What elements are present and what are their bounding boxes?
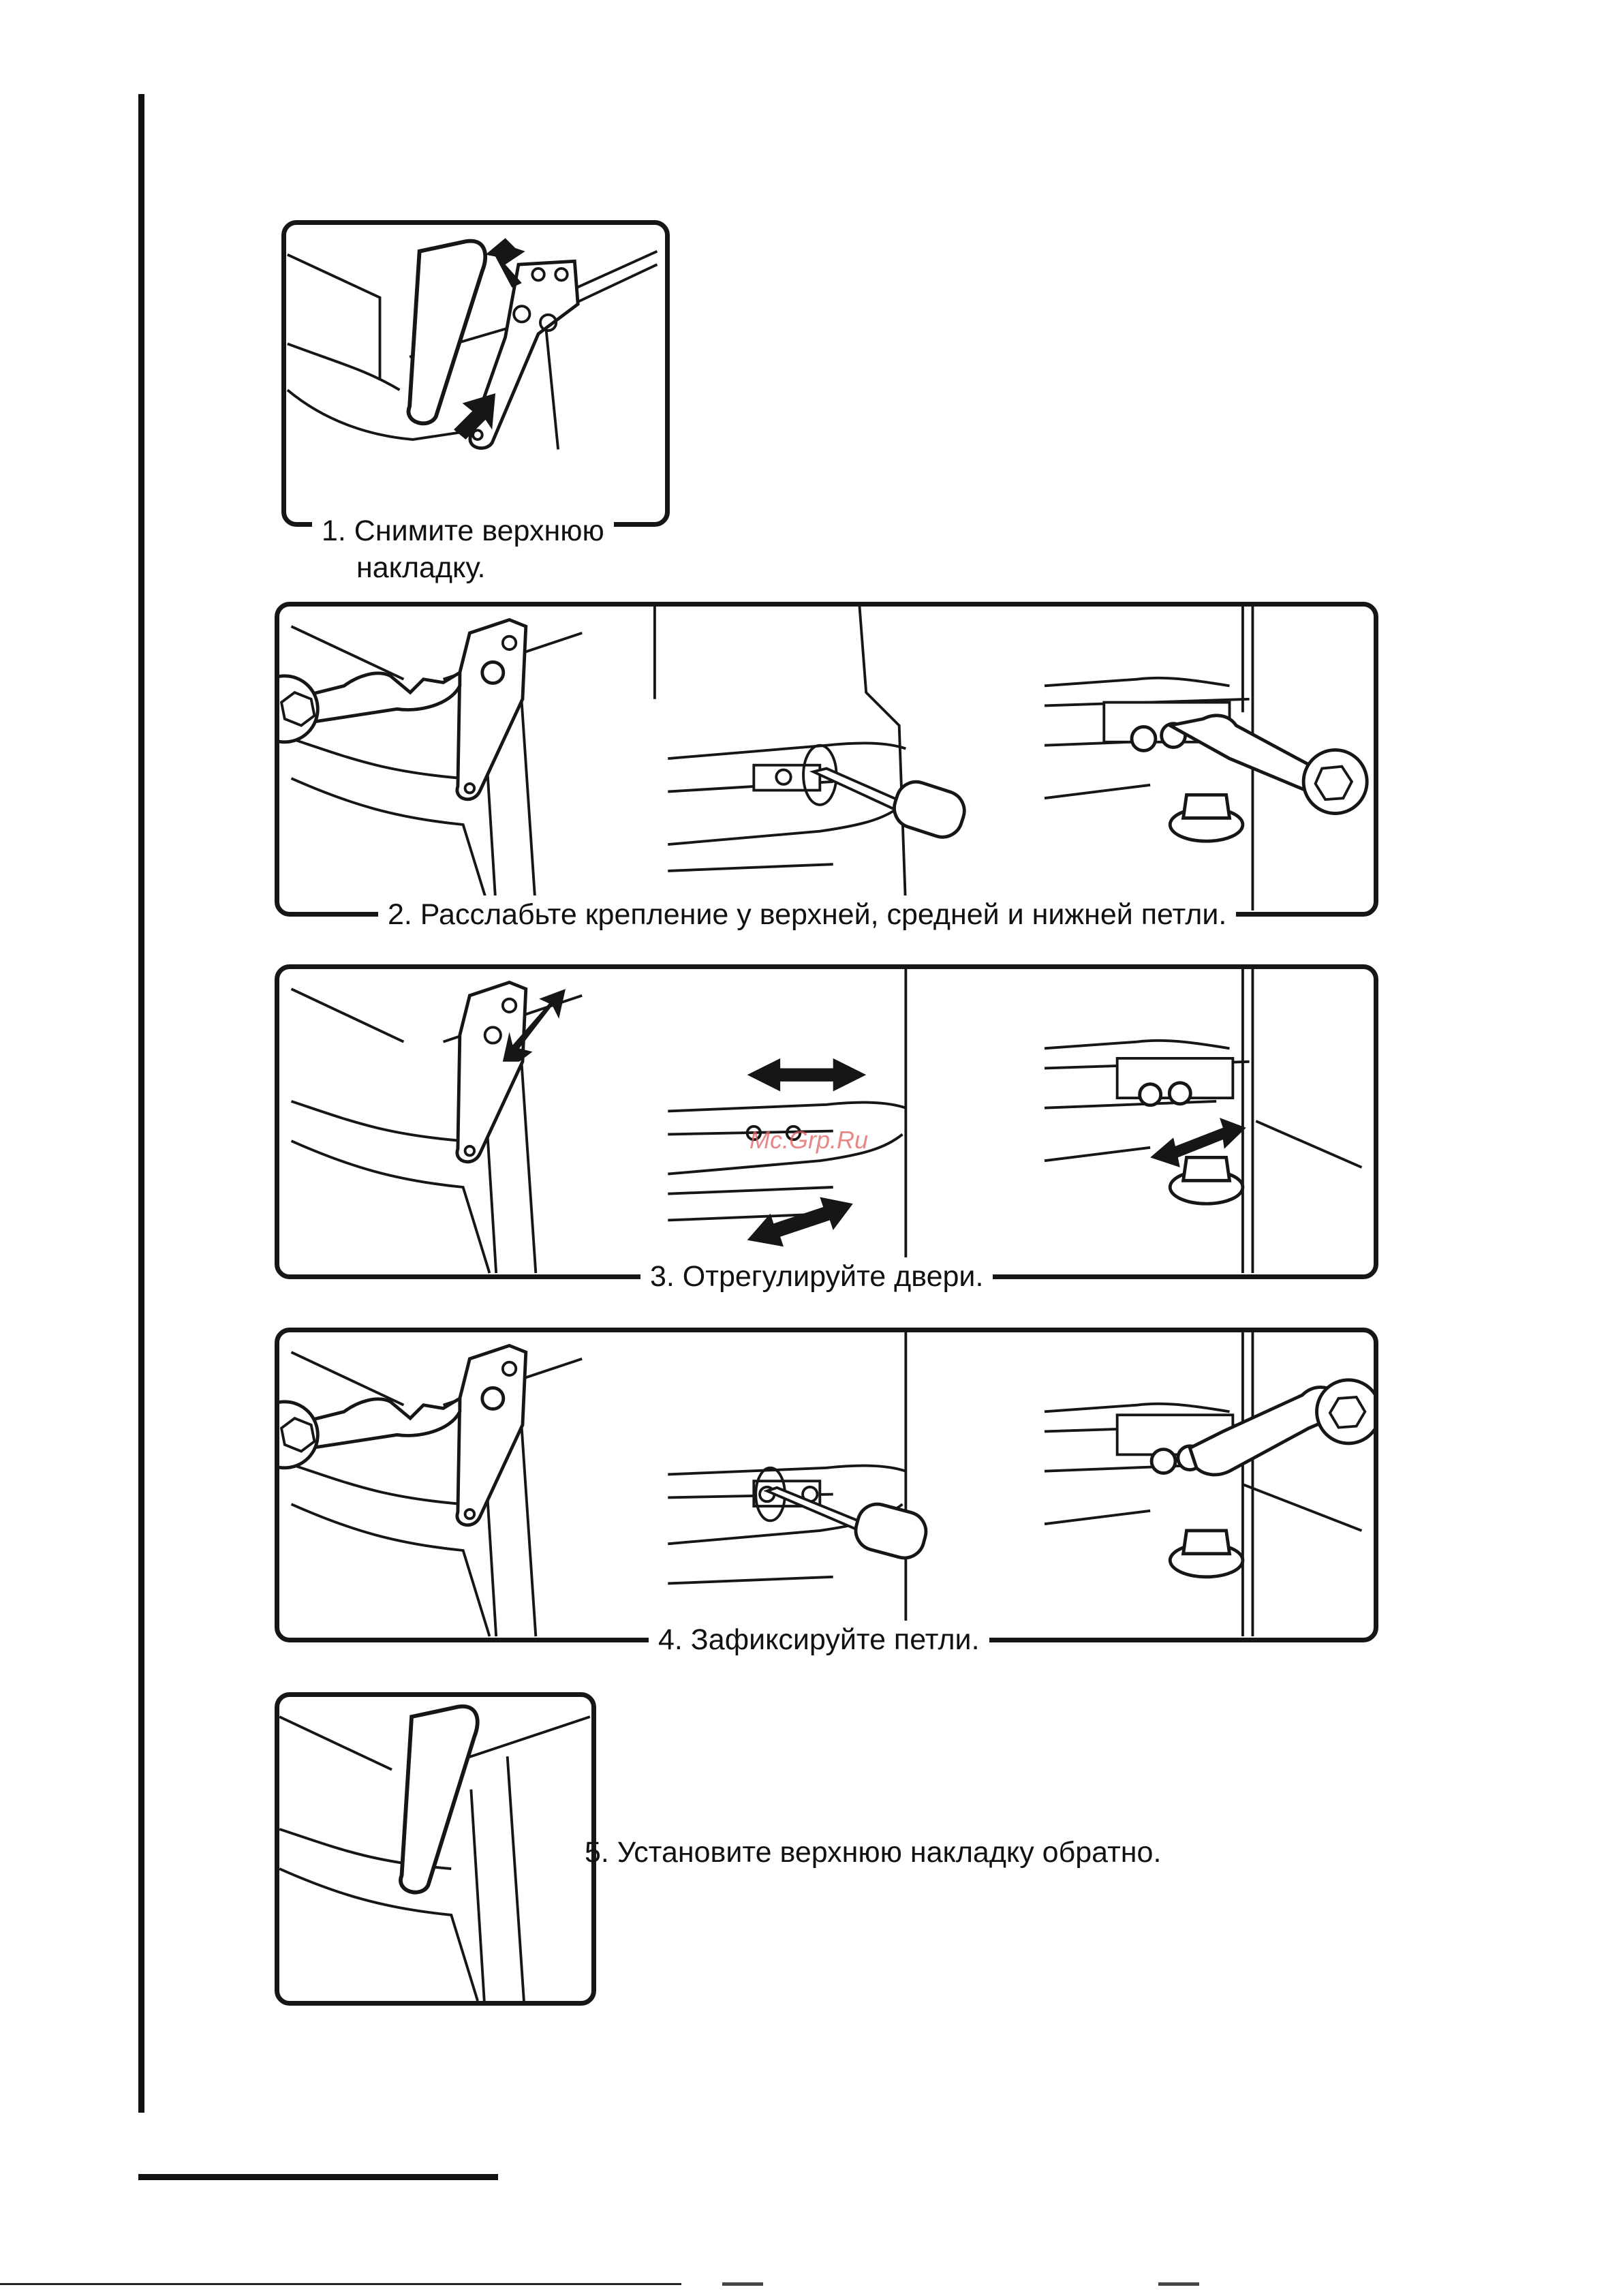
bottom-scan-mark xyxy=(1158,2282,1199,2286)
bottom-scan-edge xyxy=(0,2283,681,2285)
step-5-illustration xyxy=(279,1697,591,2001)
watermark-text: Mc.Grp.Ru xyxy=(749,1126,868,1154)
step-1-illustration xyxy=(286,225,665,522)
step-1-panel xyxy=(281,220,670,527)
step-1-caption-line2: накладку. xyxy=(356,549,486,587)
footer-rule xyxy=(138,2174,498,2180)
step-3-caption: 3. Отрегулируйте двери. xyxy=(640,1257,993,1296)
bottom-scan-mark xyxy=(722,2282,763,2286)
step-4-panel xyxy=(275,1328,1378,1642)
step-4-caption: 4. Зафиксируйте петли. xyxy=(649,1621,989,1659)
left-margin-rule xyxy=(138,94,144,2113)
step-1-caption-line1: 1. Снимите верхнюю xyxy=(312,512,614,550)
step-3-illustration xyxy=(279,969,1374,1274)
step-5-panel xyxy=(275,1692,596,2006)
step-5-caption: 5. Установите верхнюю накладку обратно. xyxy=(585,1833,1161,1871)
step-2-panel xyxy=(275,602,1378,917)
step-2-illustration xyxy=(279,607,1374,912)
step-2-caption: 2. Расслабьте крепление у верхней, средн… xyxy=(378,896,1236,934)
step-3-panel: Mc.Grp.Ru xyxy=(275,964,1378,1279)
step-4-illustration xyxy=(279,1332,1374,1638)
